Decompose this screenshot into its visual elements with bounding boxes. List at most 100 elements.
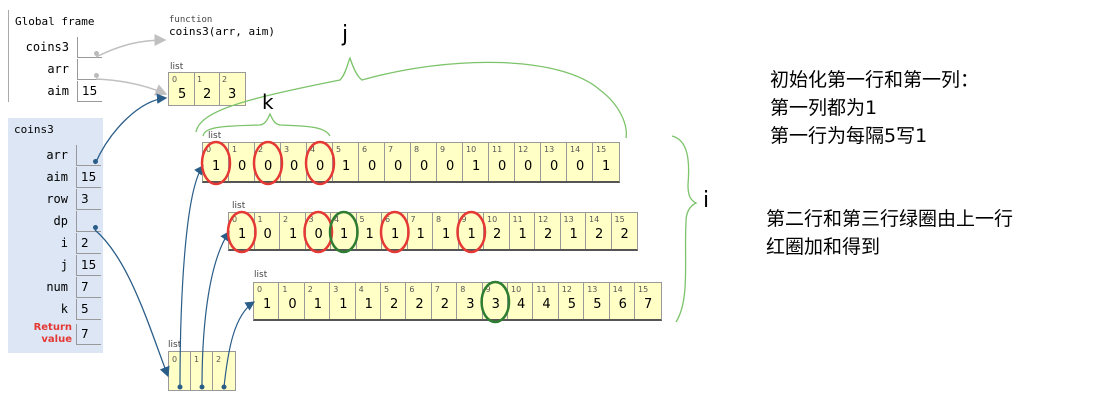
coins3-var-row-name: row xyxy=(46,192,68,206)
dp-cell-value: 2 xyxy=(595,227,604,242)
dp-cell-value: 0 xyxy=(524,159,533,174)
dp-cell-index: 9 xyxy=(485,285,491,294)
coins3-var-aim-name: aim xyxy=(46,170,68,184)
dp-cell-value: 2 xyxy=(390,297,399,312)
global-var-aim-value: 15 xyxy=(82,84,98,98)
dp-cell-index: 2 xyxy=(258,145,264,154)
dp-cell-index: 12 xyxy=(538,215,549,224)
dp-cell-index: 13 xyxy=(563,215,574,224)
bracket-k xyxy=(202,112,331,137)
dp-cell-value: 0 xyxy=(316,159,325,174)
function-object: function coins3(arr, aim) xyxy=(169,15,275,38)
dp-cell-index: 3 xyxy=(308,215,314,224)
bracket-i xyxy=(671,135,698,323)
dp-cell-value: 1 xyxy=(340,227,349,242)
dp-cell-value: 0 xyxy=(576,159,585,174)
notes-block-1: 初始化第一行和第一列： 第一列都为1 第一行为每隔5写1 xyxy=(770,66,979,150)
dp-cell-index: 2 xyxy=(307,285,313,294)
dp-cell-value: 0 xyxy=(288,297,297,312)
dp-cell-index: 14 xyxy=(589,215,600,224)
arr-list-label: list xyxy=(170,62,184,72)
dp-cell-value: 1 xyxy=(342,159,351,174)
dp-cell-value: 0 xyxy=(420,159,429,174)
arrow-coins3-to-function xyxy=(95,34,167,58)
global-var-aim-slot: 15 xyxy=(77,81,102,102)
dp-cell-index: 11 xyxy=(512,215,523,224)
global-var-coins3-pointer xyxy=(94,51,99,56)
dp-cell-index: 11 xyxy=(536,285,547,294)
dp-cell-value: 4 xyxy=(517,297,526,312)
dp-cell-value: 1 xyxy=(339,297,348,312)
dp-cell-index: 3 xyxy=(284,145,290,154)
dp-cell-value: 2 xyxy=(620,227,629,242)
dp-cell-index: 15 xyxy=(596,145,607,154)
dp-cell-index: 12 xyxy=(561,285,572,294)
arr-cell-index: 0 xyxy=(172,75,178,84)
coins3-var-j-name: j xyxy=(60,258,68,272)
dp-cell-index: 1 xyxy=(257,215,263,224)
global-var-arr-slot xyxy=(77,59,102,80)
dp-cell-value: 0 xyxy=(238,159,247,174)
dp-cell-index: 14 xyxy=(570,145,581,154)
coins3-var-dp-name: dp xyxy=(53,214,68,228)
dp-cell-index: 10 xyxy=(487,215,498,224)
dp-cell-value: 0 xyxy=(368,159,377,174)
return-label-line2: value xyxy=(41,334,72,345)
dp-cell-index: 0 xyxy=(232,215,238,224)
dp-list-label: list xyxy=(168,340,182,350)
dp-cell-index: 1 xyxy=(282,285,288,294)
return-value-slot: 7 xyxy=(76,324,101,345)
global-var-arr-name: arr xyxy=(47,62,69,76)
dp-cell-value: 7 xyxy=(644,297,653,312)
arrow-dp-to-list xyxy=(94,229,170,378)
arrow-arr-to-list xyxy=(95,78,168,96)
dp-list-index: 0 xyxy=(172,355,178,364)
dp-cell-value: 1 xyxy=(442,227,451,242)
dp-cell-value: 6 xyxy=(618,297,627,312)
coins3-var-j-value: 15 xyxy=(81,258,97,272)
dp-list-cell: 1 xyxy=(191,352,213,390)
dp-list-cell: 2 xyxy=(213,352,234,390)
dp-cell-value: 2 xyxy=(440,297,450,312)
coins3-var-arr-pointer xyxy=(93,159,98,164)
coins3-frame: coins3 arr aim 15 row 3 dp i 2 j 15 num … xyxy=(8,118,103,353)
dp-cell-index: 2 xyxy=(283,215,289,224)
coins3-var-j-slot: 15 xyxy=(76,255,101,276)
dp-cell-value: 0 xyxy=(290,159,299,174)
dp-cell-index: 0 xyxy=(206,145,212,154)
dp-cell-value: 3 xyxy=(491,297,500,312)
coins3-var-k-slot: 5 xyxy=(76,299,101,320)
coins3-var-dp-pointer xyxy=(93,225,98,230)
note-line1: 初始化第一行和第一列： xyxy=(770,69,980,91)
function-label: function xyxy=(169,15,213,25)
dp-cell-value: 0 xyxy=(446,159,455,174)
arr-cell: 0 5 xyxy=(169,73,195,105)
dp-cell-index: 10 xyxy=(466,145,477,154)
dp-cell-value: 0 xyxy=(394,159,403,174)
global-frame: Global frame coins3 arr aim 15 xyxy=(8,10,104,102)
dp-cell-index: 13 xyxy=(587,285,598,294)
arrow-local-arr-to-list xyxy=(94,93,168,165)
